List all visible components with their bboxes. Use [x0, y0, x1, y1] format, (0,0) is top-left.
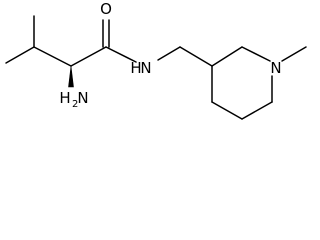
atom-label-amine-subscript: 2 — [72, 99, 78, 110]
bond-methylene-ring — [179, 46, 213, 67]
bond-ring-c5-c4 — [211, 101, 243, 120]
atom-label-amine-nitrogen: N — [77, 89, 88, 107]
atom-label-amine-hydrogen: H — [59, 89, 70, 107]
atom-label-ring-nitrogen: N — [270, 59, 281, 77]
bond-ring-c2-n1 — [241, 46, 271, 62]
stereo-wedge-bond — [68, 65, 74, 88]
bond-alpha-carbonyl — [70, 46, 107, 67]
molecule-structure: O N H H 2 N N — [5, 0, 307, 120]
bond-ring-c3-c2 — [211, 46, 243, 67]
bond-methyl-left — [5, 46, 35, 64]
bond-ring-c6-c5 — [241, 101, 273, 120]
bond-n-methyl — [281, 46, 307, 62]
bond-isopropyl-alpha — [33, 46, 72, 67]
atom-label-carbonyl-oxygen: O — [100, 0, 112, 18]
bond-amide-methylene — [157, 46, 181, 61]
atom-label-amide-hydrogen: H — [130, 59, 141, 77]
atom-label-amide-nitrogen: N — [140, 59, 151, 77]
bond-carbonyl-amide — [105, 46, 137, 63]
